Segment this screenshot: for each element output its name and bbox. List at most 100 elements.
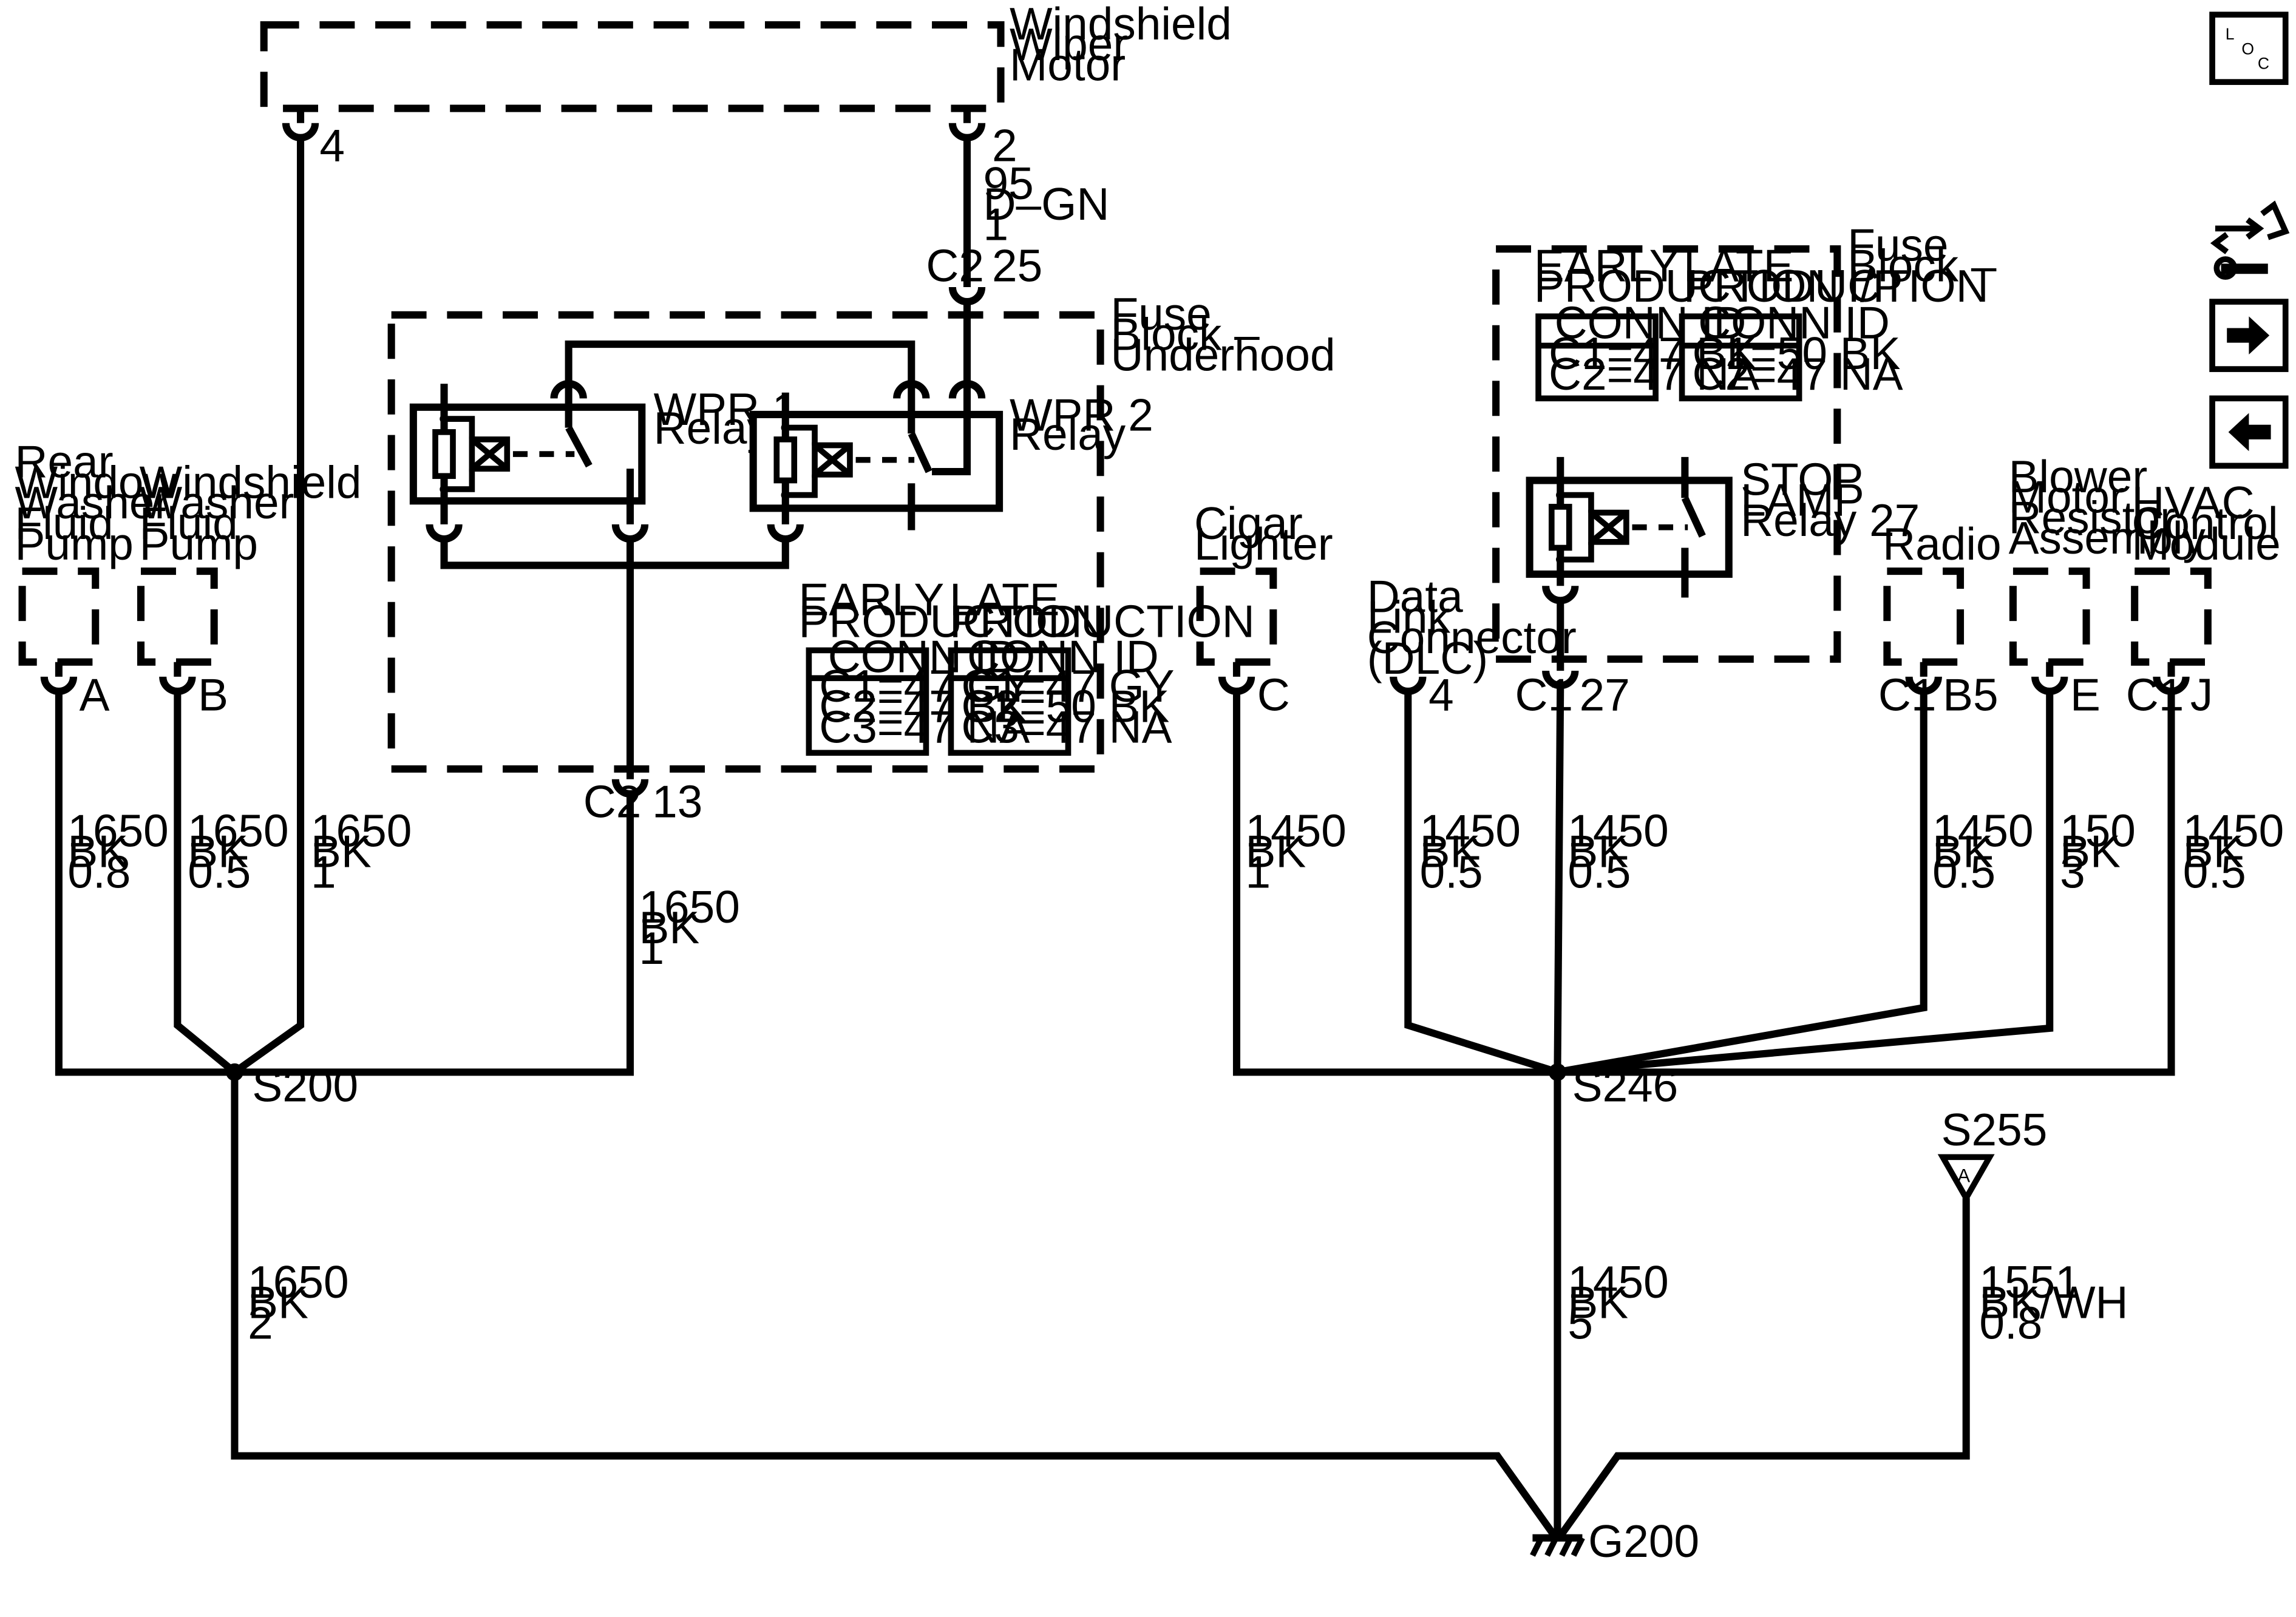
- pin-hvac-j: J: [2190, 669, 2213, 720]
- blower-label-3: Resistor: [2009, 492, 2175, 543]
- wire-fuse-color: BK: [639, 902, 699, 953]
- loc-button[interactable]: L O C: [2209, 12, 2289, 85]
- arrow-right-icon: [2227, 316, 2270, 354]
- wire-rear-pump: [55, 691, 235, 1076]
- wire-dlc-color: BK: [1420, 826, 1481, 877]
- splice-s255-pin: A: [1957, 1165, 1970, 1186]
- uh-late-row-1: C1=47 GY: [961, 660, 1174, 711]
- wire-stop-circuit: 1450: [1567, 805, 1668, 856]
- ip-early-title-1: EARLY: [1534, 240, 1680, 291]
- blower-motor-resistor: Blower Motor Resistor Assembly: [2009, 451, 2206, 666]
- pin-dlc-4: 4: [1428, 669, 1454, 720]
- wire-motor-color: BK: [311, 826, 372, 877]
- hvac-label-1: HVAC: [2131, 477, 2254, 528]
- wire-dlc-gauge: 0.5: [1420, 846, 1483, 897]
- cigar-label-2: Lighter: [1194, 518, 1333, 569]
- wire-95-gauge: 1: [983, 199, 1009, 250]
- uh-early-row-3: C3=47 NA: [819, 701, 1030, 752]
- wire-rear-gauge: 0.8: [67, 846, 131, 897]
- uh-late-title-1: LATE: [949, 574, 1060, 625]
- ip-late-header: CONN ID: [1698, 297, 1890, 348]
- wire-s255-gauge: 0.8: [1979, 1298, 2042, 1349]
- wire-blower: [1557, 691, 2054, 1076]
- wire-95-circuit: 95: [983, 158, 1034, 209]
- wire-radio-circuit: 1450: [1932, 805, 2033, 856]
- wrench-diagnostic-icon[interactable]: [2210, 200, 2290, 280]
- ip-early-header: CONN ID: [1555, 297, 1747, 348]
- ip-early-row-2: C2=47 NA: [1549, 348, 1759, 399]
- wind-pump-label-3: Fluid: [140, 498, 238, 549]
- wire-radio-color: BK: [1932, 826, 1993, 877]
- wpr2-label-2: Relay: [1010, 408, 1126, 459]
- dlc-label-1: Data: [1367, 571, 1463, 622]
- ip-early-title-2: PRODUCTION: [1534, 260, 1839, 311]
- uh-late-row-3: C3=47 NA: [961, 701, 1172, 752]
- wire-rear-circuit: 1650: [67, 805, 168, 856]
- wind-pump-label-4: Pump: [140, 518, 258, 569]
- wire-wind-pump: [174, 691, 237, 1076]
- blower-label-2: Motor: [2009, 472, 2125, 523]
- wire-s255-color: BK/WH: [1979, 1277, 2128, 1328]
- hvac-label-2: Control: [2131, 498, 2278, 549]
- splice-s246-label: S246: [1572, 1060, 1679, 1111]
- blower-label-4: Assembly: [2009, 512, 2206, 563]
- underhood-conn-table: EARLY PRODUCTION LATE PRODUCTION CONN ID…: [798, 574, 1255, 756]
- wire-stop-lamp: [1554, 685, 1564, 1073]
- ip-late-title-1: LATE: [1683, 240, 1794, 291]
- dlc-label-3: Connector: [1367, 612, 1577, 663]
- wpr1-relay: WPR 1 Relay: [409, 384, 797, 524]
- blower-label-1: Blower: [2009, 451, 2148, 502]
- wire-s246-circuit: 1450: [1567, 1256, 1668, 1307]
- ip-late-row-1: C1=50 BK: [1692, 328, 1900, 379]
- pin-radio-b5: B5: [1943, 669, 1999, 720]
- wire-motor-gauge: 1: [311, 846, 336, 897]
- conn-c1-stop: C1: [1515, 669, 1573, 720]
- stop-lamp-label-3: Relay 27: [1741, 495, 1920, 546]
- stop-lamp-label-2: LAMP: [1741, 474, 1864, 525]
- pin-motor-4: 4: [319, 120, 345, 171]
- pin-stop-27: 27: [1580, 669, 1630, 720]
- arrow-left-icon: [2228, 413, 2271, 452]
- wire-stop-gauge: 0.5: [1567, 846, 1631, 897]
- wire-wind-circuit: 1650: [188, 805, 288, 856]
- uh-early-header: CONN ID: [828, 631, 1020, 682]
- fuse-block-ip: Fuse Block – I/P: [1492, 220, 1997, 663]
- conn-c1-radio: C1: [1878, 669, 1937, 720]
- wire-blower-color: BK: [2060, 826, 2121, 877]
- splice-s200-label: S200: [252, 1060, 358, 1111]
- previous-page-button[interactable]: [2209, 395, 2289, 469]
- wire-fuse-gauge: 1: [639, 923, 664, 974]
- pin-motor-2: 2: [992, 120, 1017, 171]
- wire-s255-circuit: 1551: [1979, 1256, 2080, 1307]
- loc-letter-c: C: [2258, 54, 2269, 72]
- wire-rear-color: BK: [67, 826, 128, 877]
- windshield-washer-pump: Windshield Washer Fluid Pump: [137, 456, 362, 666]
- ip-late-title-2: PRODUCTION: [1683, 260, 1989, 311]
- hvac-label-3: Module: [2131, 518, 2280, 569]
- fuse-ip-label-3: I/P: [1847, 260, 1903, 311]
- wind-pump-label-2: Washer: [140, 477, 294, 528]
- wire-cigar-color: BK: [1245, 826, 1306, 877]
- rear-pump-label-2: Window: [15, 456, 177, 507]
- stop-lamp-label-1: STOP: [1741, 454, 1863, 505]
- fuse-ip-label-1: Fuse: [1847, 220, 1948, 271]
- fuse-ip-label-2: Block –: [1847, 240, 1997, 291]
- wire-cigar-circuit: 1450: [1245, 805, 1346, 856]
- wire-motor-circuit: 1650: [311, 805, 412, 856]
- uh-early-title-2: PRODUCTION: [798, 596, 1104, 647]
- next-page-button[interactable]: [2209, 299, 2289, 372]
- wire-cigar-gauge: 1: [1245, 846, 1271, 897]
- rear-pump-label-5: Pump: [15, 518, 134, 569]
- uh-late-title-2: PRODUCTION: [949, 596, 1255, 647]
- uh-early-row-2: C2=47 BK: [819, 681, 1027, 732]
- rear-pump-label-4: Fluid: [15, 498, 114, 549]
- pin-rear-a: A: [80, 669, 110, 720]
- rear-window-washer-pump: Rear Window Washer Fluid Pump: [15, 436, 177, 666]
- wire-stop-color: BK: [1567, 826, 1628, 877]
- wire-cigar: [1232, 691, 1558, 1076]
- rear-pump-label-3: Washer: [15, 477, 170, 528]
- wind-pump-label-1: Windshield: [140, 456, 362, 507]
- wire-s200-color: BK: [248, 1277, 308, 1328]
- ground-g200: G200: [1530, 1516, 1699, 1567]
- ip-late-row-2: C2=47 NA: [1692, 348, 1903, 399]
